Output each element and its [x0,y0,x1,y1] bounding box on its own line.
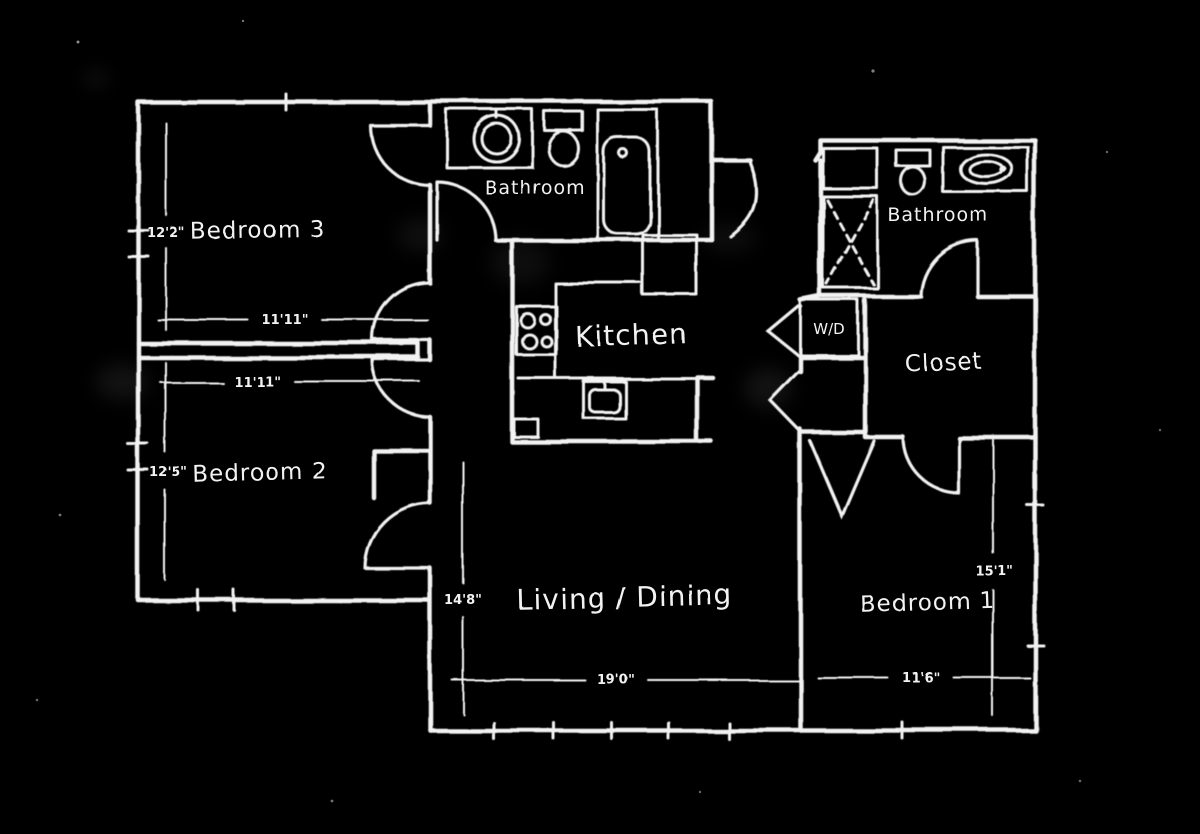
toilet-symbol-ensuite [894,148,932,197]
room-label-bedroom-2: Bedroom 2 [192,458,328,488]
dimension-bedroom2-depth: 12'5" [149,465,187,480]
linen-cabinet-symbol [821,146,879,190]
interior-walls [135,99,1038,733]
dimension-bedroom1-width: 11'6" [902,671,940,686]
room-label-laundry: W/D [813,320,844,338]
door-swing-bedroom1 [901,435,960,494]
room-label-living-dining: Living / Dining [516,578,733,617]
toilet-symbol-main-bath [543,110,585,168]
room-label-bedroom-1: Bedroom 1 [860,588,996,619]
shower-symbol [821,194,879,290]
kitchen-sink-symbol [581,379,627,420]
room-label-bathroom-ensuite: Bathroom [887,204,988,226]
bifold-doors [765,304,876,521]
fridge-symbol [641,233,699,297]
door-swing-bedroom2 [371,358,432,419]
dimension-bedroom2-width: 11'11" [235,376,282,391]
door-swing-bedroom2-lower [363,501,432,570]
door-swing-bedroom3 [371,281,432,342]
entry-door-swing [729,160,759,239]
door-swing-bedroom3-closet [368,123,432,187]
room-label-bedroom-3: Bedroom 3 [190,217,325,245]
washer-dryer-box [798,298,860,357]
dimension-bedroom3-depth: 12'2" [147,226,185,241]
bathtub-symbol [596,108,660,242]
dimension-bedroom1-depth: 15'1" [975,564,1013,579]
dimension-lines [157,122,1031,717]
stove-symbol [514,304,558,356]
dishwasher-symbol [512,417,540,439]
noise-specks [35,19,1162,803]
door-swing-bathroom-ensuite [918,238,979,298]
room-label-closet: Closet [904,349,983,378]
outer-walls [135,99,1038,733]
room-label-kitchen: Kitchen [575,317,688,354]
sink-symbol-main-bath [445,108,535,170]
door-swing-bathroom-main [435,180,497,242]
dimension-bedroom3-width: 11'11" [262,313,309,328]
dimension-living-width: 19'0" [597,673,635,688]
dimension-living-depth: 14'8" [444,593,482,608]
window-marks [126,92,1045,740]
sink-symbol-ensuite [941,145,1030,194]
room-label-bathroom-main: Bathroom [484,177,585,199]
